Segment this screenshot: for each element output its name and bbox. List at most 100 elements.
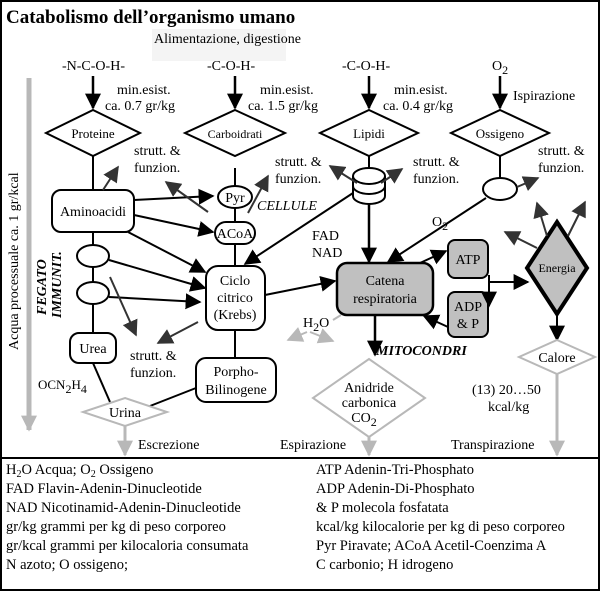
funzion-label-5: funzion. — [130, 366, 176, 381]
arrow-energia-up-right — [567, 200, 586, 237]
node-acoa-label: ACoA — [217, 227, 254, 242]
arrow-h2o-left — [286, 327, 308, 342]
arrow-pyr-strutt — [164, 181, 209, 213]
legend-item: ADP Adenin-Di-Phosphato — [316, 481, 475, 497]
proteins-formula: -N-C-O-H- — [62, 59, 125, 74]
node-atp-label: ATP — [456, 253, 481, 268]
node-pyr-label: Pyr — [225, 191, 245, 206]
diagram-title: Catabolismo dell’organismo umano — [6, 7, 295, 28]
legend-item: kcal/kg kilocalorie per kg di peso corpo… — [316, 519, 565, 535]
o2-label: O2 — [432, 215, 448, 233]
arrow-cellule-strutt — [247, 174, 269, 214]
arrow-adp-catena — [422, 314, 449, 330]
node-pyr — [217, 185, 253, 209]
node-porpho-label-2: Bilinogene — [205, 383, 266, 398]
node-anidride-label-2: carbonica — [342, 396, 397, 411]
escrezione-label: Escrezione — [138, 438, 199, 453]
arrow-oxygen-catena — [386, 197, 487, 263]
h2o-label: H2O — [303, 316, 329, 334]
arrow-aminoacidi-pyr — [133, 188, 215, 205]
legend-right-column: ATP Adenin-Tri-Phosphato ADP Adenin-Di-P… — [316, 461, 565, 575]
arrow-aminoacidi-ciclo — [127, 231, 207, 273]
immunit-label: IMMUNIT. — [50, 251, 65, 319]
node-urea-label: Urea — [79, 342, 107, 357]
fad-label: FAD — [312, 229, 339, 244]
legend-item: Pyr Piravate; ACoA Acetil-Coenzima A — [316, 538, 547, 554]
arrow-ellipse2-ciclo — [108, 293, 202, 310]
node-catena-respiratoria — [335, 261, 435, 317]
legend-item: ATP Adenin-Tri-Phosphato — [316, 462, 475, 478]
node-aminoacidi-label: Aminoacidi — [60, 205, 126, 220]
arrow-lipid-strutt-right — [380, 168, 404, 184]
line-catena-h2o — [332, 314, 342, 321]
ocn-label: OCN2H4 — [38, 377, 87, 396]
heat-value-2: kcal/kg — [488, 400, 529, 415]
liver-ellipse-2 — [76, 281, 110, 305]
legend-item: NAD Nicotinamid-Adenin-Dinucleotide — [6, 500, 241, 516]
nad-label: NAD — [312, 246, 342, 261]
node-acoa — [214, 221, 256, 245]
node-catena-label-2: respiratoria — [353, 292, 418, 307]
strutt-label-1: strutt. & — [134, 144, 181, 159]
node-ossigeno-label: Ossigeno — [476, 126, 524, 141]
water-label: Acqua processuale ca. 1 gr/kcal — [7, 172, 22, 350]
node-porpho-label-1: Porpho- — [213, 365, 258, 380]
legend-item: & P molecola fosfatata — [316, 500, 449, 516]
arrow-ciclo-strutt — [156, 321, 199, 344]
arrow-oxygen-strutt — [516, 176, 540, 192]
legend-left-column: H2O Acqua; O2 Ossigeno FAD Flavin-Adenin… — [6, 461, 248, 575]
node-ciclo-label-1: Ciclo — [220, 274, 250, 289]
node-porpho-bilinogene — [195, 357, 277, 403]
node-ciclo-label-3: (Krebs) — [214, 308, 257, 323]
fegato-label: FEGATO — [35, 259, 50, 316]
node-adp-label-2: & P — [457, 317, 479, 332]
legend-item: FAD Flavin-Adenin-Dinucleotide — [6, 481, 202, 497]
cellule-label: CELLULE — [257, 199, 317, 214]
lipids-min-1: min.esist. — [394, 83, 448, 98]
line-porpho-urina — [149, 387, 197, 407]
liver-ellipse-1 — [76, 244, 110, 268]
funzion-label-1: funzion. — [134, 161, 180, 176]
arrow-catena-atp — [419, 249, 448, 265]
node-carboidrati-label: Carboidrati — [208, 127, 263, 141]
legend-item: gr/kcal grammi per kilocaloria consumata — [6, 538, 249, 554]
node-catena-label-1: Catena — [366, 274, 406, 289]
legend-item: gr/kg grammi per kg di peso corporeo — [6, 519, 226, 535]
subtitle: Alimentazione, digestione — [154, 32, 301, 47]
lipid-stack-icon — [352, 167, 386, 205]
strutt-label-5: strutt. & — [130, 349, 177, 364]
node-adp-label-1: ADP — [454, 300, 482, 315]
node-anidride-label-3: CO2 — [351, 411, 376, 429]
legend: H2O Acqua; O2 Ossigeno FAD Flavin-Adenin… — [2, 457, 598, 589]
node-energia-label: Energia — [538, 261, 576, 275]
arrow-ciclo-catena — [264, 275, 337, 296]
mitocondri-label: MITOCONDRI — [375, 344, 467, 359]
node-atp — [447, 239, 489, 279]
oxygen-inspiration: Ispirazione — [513, 89, 575, 104]
node-aminoacidi — [51, 189, 135, 233]
node-calore-label: Calore — [538, 351, 575, 366]
node-proteine-label: Proteine — [71, 126, 115, 141]
oxygen-formula: O2 — [492, 59, 508, 77]
lipids-formula: -C-O-H- — [342, 59, 391, 74]
arrow-h2o-right — [309, 328, 335, 344]
node-lipidi-label: Lipidi — [353, 126, 385, 141]
line-urea-urina — [92, 362, 111, 403]
arrow-aminoacidi-acoa — [133, 214, 215, 237]
transpirazione-label: Transpirazione — [451, 438, 534, 453]
arrow-aminoacidi-strutt — [102, 165, 119, 191]
node-ciclo-citrico — [205, 265, 266, 331]
strutt-label-2: strutt. & — [275, 155, 322, 170]
carbs-min-2: ca. 1.5 gr/kg — [248, 99, 318, 114]
arrow-ellipse1-ciclo — [108, 259, 207, 292]
proteins-min-1: min.esist. — [117, 83, 171, 98]
funzion-label-2: funzion. — [275, 172, 321, 187]
carbs-min-1: min.esist. — [260, 83, 314, 98]
funzion-label-4: funzion. — [538, 161, 584, 176]
arrow-energia-left — [503, 231, 538, 249]
strutt-label-4: strutt. & — [538, 144, 585, 159]
funzion-label-3: funzion. — [413, 172, 459, 187]
arrow-lipid-strutt-left — [328, 165, 358, 184]
espirazione-label: Espirazione — [280, 438, 346, 453]
